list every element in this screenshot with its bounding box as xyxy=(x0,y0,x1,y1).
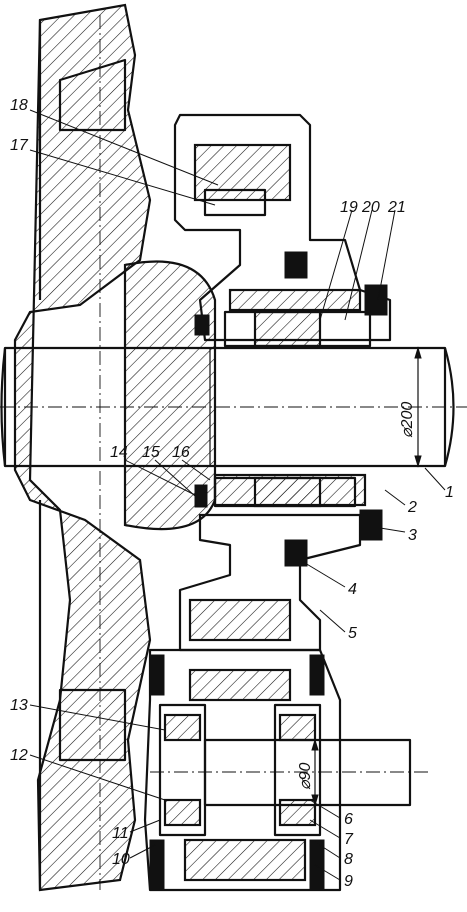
callout-10: 10 xyxy=(112,851,130,868)
callout-19: 19 xyxy=(340,199,358,216)
dimension-lines xyxy=(311,346,422,807)
callout-18: 18 xyxy=(10,97,28,114)
upper-housing xyxy=(173,113,392,348)
axle xyxy=(0,260,467,531)
callout-6: 6 xyxy=(344,811,353,828)
axle-diameter-dimension: ⌀200 xyxy=(399,402,416,438)
callout-12: 12 xyxy=(10,747,28,764)
callout-1: 1 xyxy=(445,484,454,501)
lower-housing xyxy=(178,473,383,652)
pinion-shaft-diameter-dimension: ⌀90 xyxy=(297,762,314,790)
callout-7: 7 xyxy=(344,831,354,848)
callout-11: 11 xyxy=(112,825,129,842)
callout-15: 15 xyxy=(142,444,160,461)
callout-20: 20 xyxy=(361,199,380,216)
callout-13: 13 xyxy=(10,697,28,714)
callout-4: 4 xyxy=(348,581,357,598)
callout-14: 14 xyxy=(110,444,128,461)
callout-17: 17 xyxy=(10,137,29,154)
callout-5: 5 xyxy=(348,625,357,642)
callout-9: 9 xyxy=(344,873,353,890)
callout-2: 2 xyxy=(407,499,417,516)
leader-lines xyxy=(29,109,446,881)
callout-3: 3 xyxy=(408,527,417,544)
pinion-assembly xyxy=(143,648,430,892)
callout-21: 21 xyxy=(387,199,406,216)
callout-8: 8 xyxy=(344,851,353,868)
callout-16: 16 xyxy=(172,444,190,461)
